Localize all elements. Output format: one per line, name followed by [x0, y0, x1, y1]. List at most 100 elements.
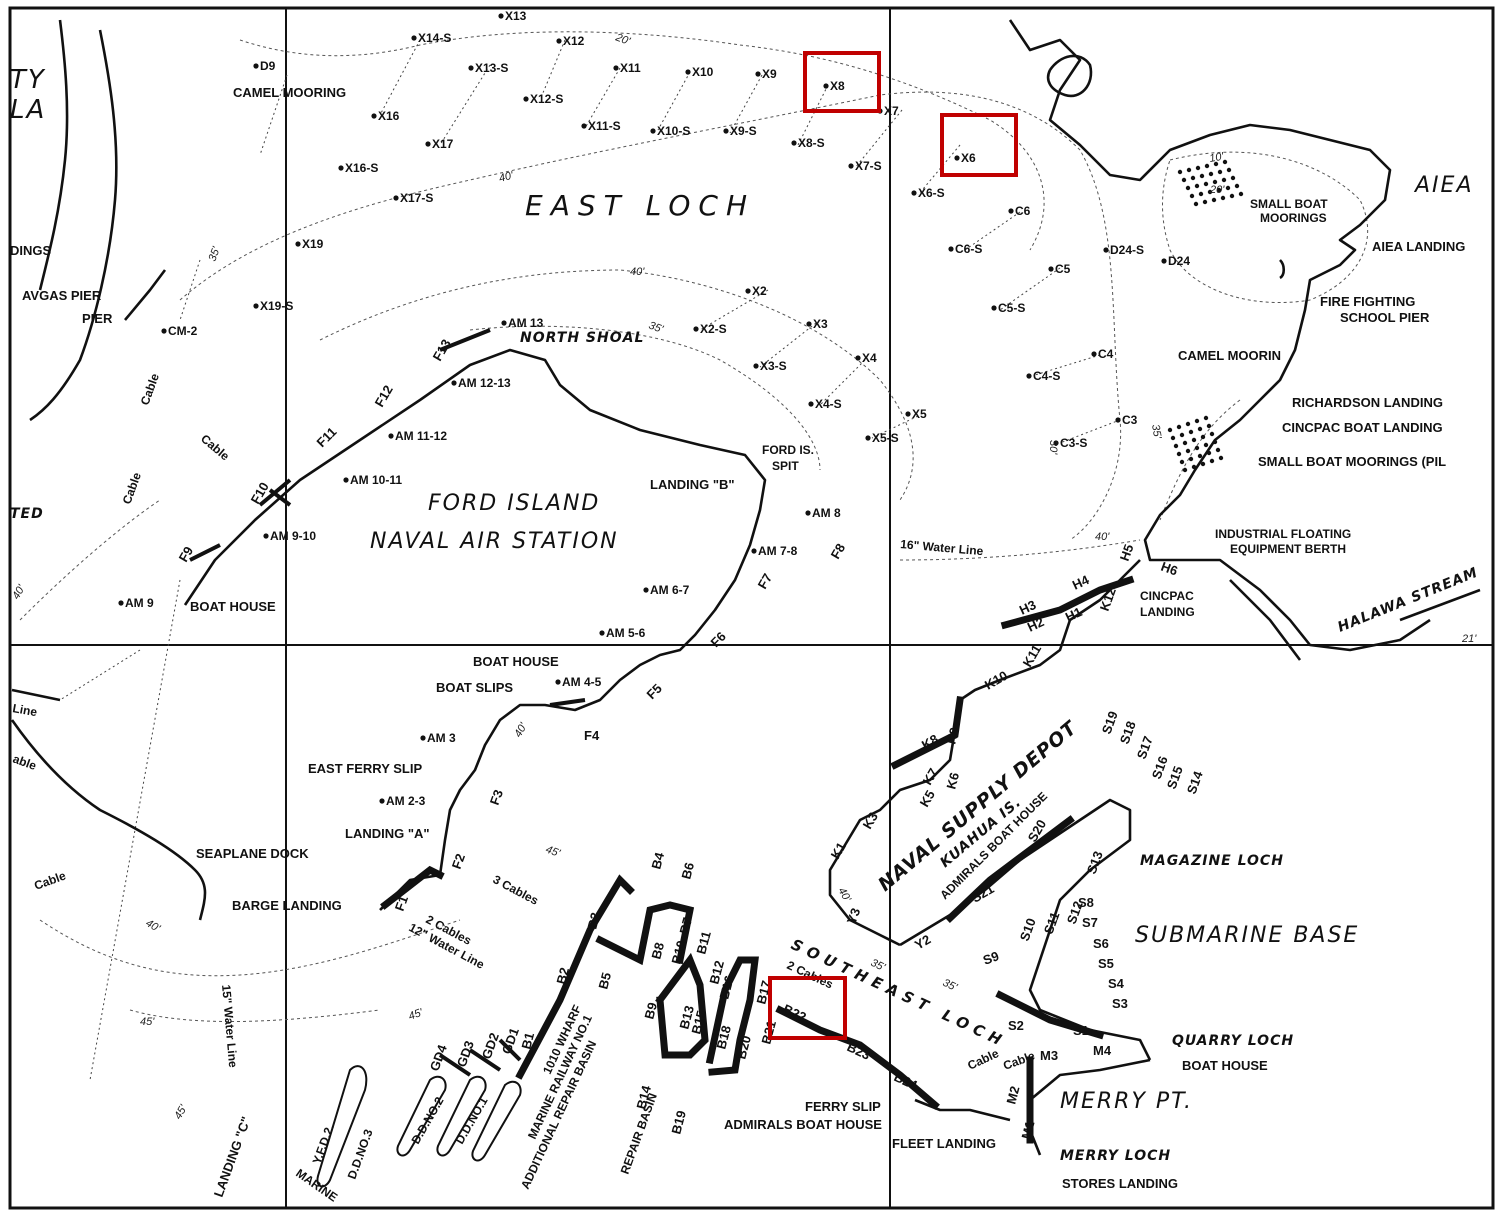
- small-boat-dot: [1173, 443, 1179, 449]
- mooring-x17: X17: [432, 137, 454, 151]
- small-boat-dot: [1206, 423, 1212, 429]
- label-small-boat-1: SMALL BOAT: [1250, 197, 1328, 211]
- wharves: [189, 328, 1135, 1144]
- small-boat-dot: [1203, 181, 1209, 187]
- mooring-x16s: X16-S: [345, 161, 378, 175]
- buoy-cm2: [161, 328, 167, 334]
- depth-d45d: 45': [544, 844, 562, 860]
- buoy-c5s: [991, 305, 997, 311]
- mooring-am23: AM 2-3: [386, 794, 426, 808]
- berth-s7: S7: [1082, 915, 1098, 930]
- mooring-am56: AM 5-6: [606, 626, 646, 640]
- buoy-x6s: [911, 190, 917, 196]
- berth-gd1: GD1: [499, 1026, 522, 1056]
- small-boat-dot: [1200, 461, 1206, 467]
- buoy-am67: [643, 587, 649, 593]
- depth-d35a: 35': [207, 245, 223, 263]
- buoy-am910: [263, 533, 269, 539]
- mooring-cm2: CM-2: [168, 324, 198, 338]
- berth-b12: B12: [706, 959, 727, 986]
- buoy-am56: [599, 630, 605, 636]
- mooring-am8: AM 8: [812, 506, 841, 520]
- berth-b6: B6: [678, 861, 697, 881]
- small-boat-dot: [1170, 435, 1176, 441]
- buoy-x8: [823, 83, 829, 89]
- mooring-x5s: X5-S: [872, 431, 899, 445]
- small-boat-dot: [1179, 432, 1185, 438]
- berth-k1: K1: [828, 840, 849, 862]
- buoy-c4s: [1026, 373, 1032, 379]
- berth-h6: H6: [1159, 559, 1180, 579]
- label-stores-landing: STORES LANDING: [1062, 1176, 1178, 1191]
- berth-b8: B8: [648, 941, 667, 961]
- depth-d40d: 40': [144, 917, 163, 935]
- mooring-c5: C5: [1055, 262, 1071, 276]
- mooring-c3: C3: [1122, 413, 1138, 427]
- berth-s17: S17: [1134, 734, 1156, 761]
- berth-s15: S15: [1164, 764, 1186, 791]
- depth-d35c: 35': [1149, 423, 1163, 440]
- berth-s13: S13: [1084, 849, 1106, 876]
- mooring-am78: AM 7-8: [758, 544, 798, 558]
- mooring-c3s: C3-S: [1060, 436, 1087, 450]
- buoy-am78: [751, 548, 757, 554]
- buoy-x9: [755, 71, 761, 77]
- label-cincpac-boat-landing: CINCPAC BOAT LANDING: [1282, 420, 1443, 435]
- small-boat-dot: [1195, 165, 1201, 171]
- buoy-c3: [1115, 417, 1121, 423]
- depth-d40b: 40': [630, 266, 645, 278]
- mooring-x13s: X13-S: [475, 61, 508, 75]
- label-landing-c: LANDING "C": [211, 1114, 254, 1199]
- small-boat-dot: [1209, 431, 1215, 437]
- label-small-boat-2: MOORINGS: [1260, 211, 1327, 225]
- berth-f9: F9: [176, 544, 197, 565]
- buoy-x12s: [523, 96, 529, 102]
- berth-k6: K6: [943, 771, 962, 791]
- berth-h2: H2: [1025, 614, 1046, 635]
- small-boat-dot: [1202, 199, 1208, 205]
- berth-s14: S14: [1184, 768, 1206, 796]
- berth-s2: S2: [1008, 1018, 1024, 1033]
- mooring-x19s: X19-S: [260, 299, 293, 313]
- highlight-x6: [940, 113, 1018, 177]
- buoy-x5s: [865, 435, 871, 441]
- buoy-x17: [425, 141, 431, 147]
- buoy-am45: [555, 679, 561, 685]
- berth-s5: S5: [1098, 956, 1114, 971]
- depth-d10: 10': [1208, 150, 1225, 164]
- label-edge-ted: TED: [10, 506, 44, 522]
- mooring-x14s: X14-S: [418, 31, 451, 45]
- label-ford-is-spit-2: SPIT: [772, 459, 799, 473]
- dry-docks: [316, 1065, 522, 1188]
- small-boat-dot: [1176, 451, 1182, 457]
- label-naval-air-station: NAVAL AIR STATION: [370, 529, 619, 554]
- buoy-am1112: [388, 433, 394, 439]
- berth-m2: M2: [1003, 1084, 1022, 1105]
- small-boat-dot: [1179, 459, 1185, 465]
- mooring-x2s: X2-S: [700, 322, 727, 336]
- buoy-am8: [805, 510, 811, 516]
- label-ford-is-spit-1: FORD IS.: [762, 443, 814, 457]
- buoy-x10s: [650, 128, 656, 134]
- berth-b4: B4: [648, 850, 667, 871]
- buoy-x19: [295, 241, 301, 247]
- label-cable-4: Cable: [32, 868, 68, 892]
- label-east-ferry-slip: EAST FERRY SLIP: [308, 761, 422, 776]
- mooring-d24s: D24-S: [1110, 243, 1144, 257]
- small-boat-dot: [1225, 185, 1231, 191]
- label-cable-2: Cable: [138, 371, 162, 407]
- buoy-c4: [1091, 351, 1097, 357]
- berth-s11: S11: [1041, 910, 1063, 936]
- label-water-line-15: 15" Water Line: [219, 984, 240, 1068]
- label-fire-fighting-2: SCHOOL PIER: [1340, 310, 1430, 325]
- mooring-x9s: X9-S: [730, 124, 757, 138]
- berth-y2: Y2: [912, 932, 933, 953]
- berth-f3: F3: [487, 788, 506, 807]
- small-boat-dot: [1193, 201, 1199, 207]
- small-boat-dot: [1221, 177, 1227, 183]
- small-boat-dot: [1238, 191, 1244, 197]
- small-boat-dot: [1185, 448, 1191, 454]
- small-boat-dot: [1229, 193, 1235, 199]
- mooring-d24: D24: [1168, 254, 1190, 268]
- small-boat-dot: [1199, 173, 1205, 179]
